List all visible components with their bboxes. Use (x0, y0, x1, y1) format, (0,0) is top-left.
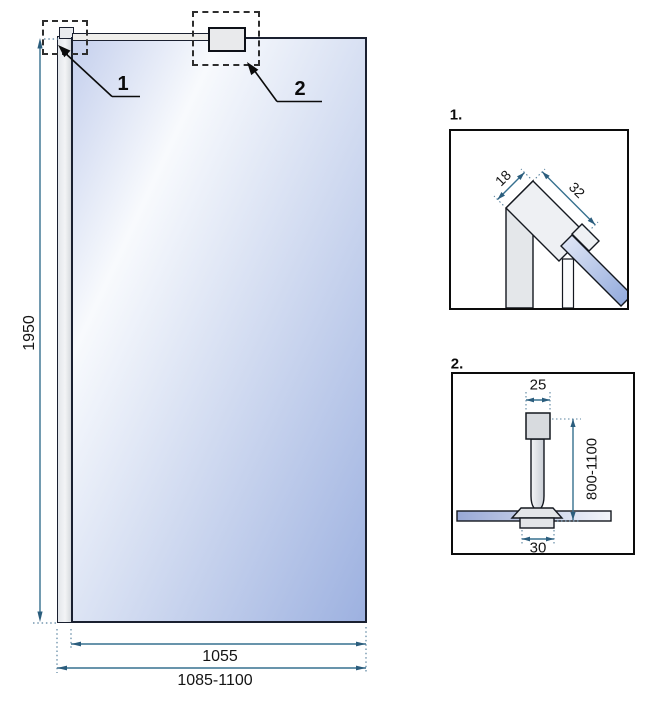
detail-1-drawing (493, 168, 627, 308)
dim-arrow (587, 217, 596, 225)
dim-arrow (546, 536, 554, 542)
dim-arrow (37, 611, 43, 622)
glass-clamp-top (510, 507, 564, 519)
wall-mount-cap (525, 412, 551, 440)
support-bar-bracket (208, 27, 246, 52)
dim-height-label: 1950 (21, 315, 38, 351)
detail-1-title: 1. (449, 106, 463, 124)
dim-arrow (71, 641, 81, 647)
wall-profile (57, 36, 72, 623)
callout-1-label: 1 (117, 73, 129, 95)
dim-arrow (522, 536, 530, 542)
detail-area-1-marker (42, 20, 88, 55)
dim-arrow (497, 192, 505, 200)
dim-32-line (541, 171, 596, 226)
dim-total-width-label: 1085-1100 (177, 672, 253, 689)
dim-arrow (542, 171, 550, 180)
extension-line (520, 168, 531, 179)
detail-area-2-marker (192, 11, 260, 66)
detail-2-drawing (456, 392, 612, 544)
dim-glass-width-label: 1055 (202, 648, 238, 665)
glass-panel (71, 37, 367, 623)
detail-view-1: 18 32 (449, 129, 629, 310)
dim-arrow (57, 665, 67, 671)
detail2-bar-length-label: 800-1100 (583, 437, 601, 501)
detail-2-title: 2. (450, 355, 464, 373)
glass-edge-strip (561, 258, 575, 308)
detail2-cap-width-label: 25 (529, 376, 547, 394)
profile-lip (571, 223, 600, 252)
glass-clamp-body (519, 517, 555, 529)
support-bar (72, 33, 209, 41)
callout-2-label: 2 (294, 78, 306, 100)
dim-arrow (570, 419, 576, 427)
dim-arrow (542, 397, 550, 403)
glass-pane-section (560, 234, 627, 307)
dim-arrow (356, 641, 366, 647)
dim-arrow (570, 512, 576, 520)
dim-arrow (356, 665, 366, 671)
dim-arrow (517, 172, 525, 180)
dim-arrow (526, 397, 534, 403)
detail2-clamp-width-label: 30 (529, 539, 547, 557)
support-rod (530, 438, 545, 514)
detail-view-2: 25 800-1100 30 (451, 372, 635, 557)
